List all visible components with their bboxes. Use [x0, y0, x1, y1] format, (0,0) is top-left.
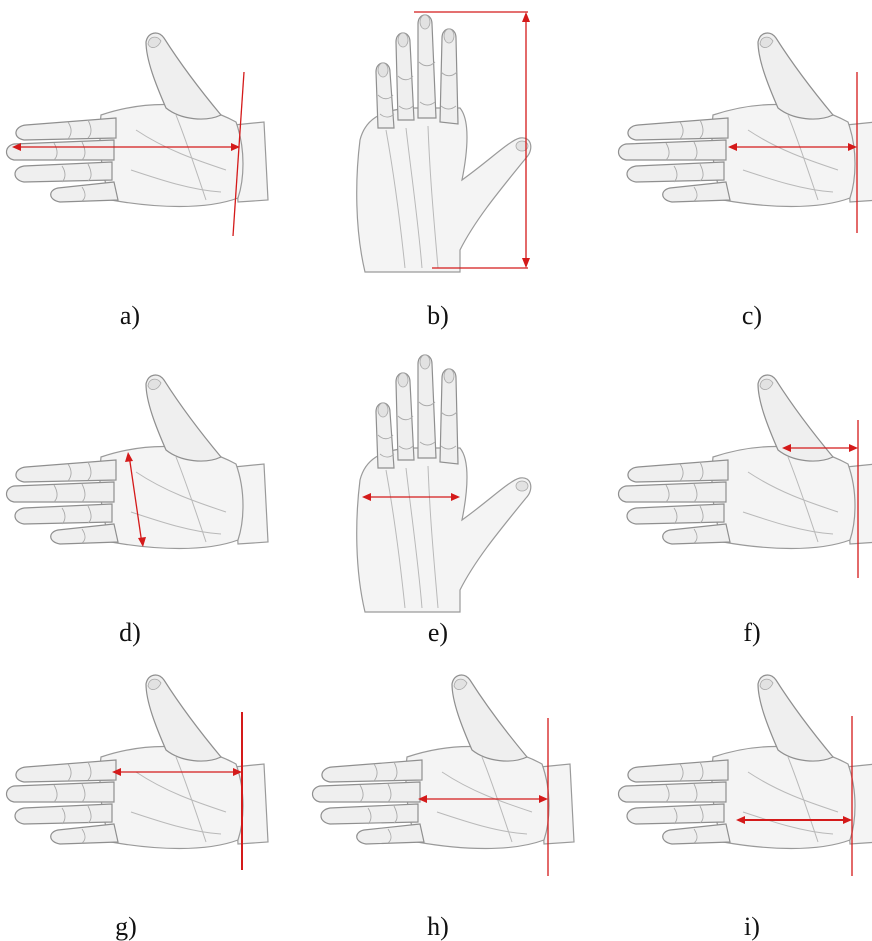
- panel-f-label: f): [712, 620, 792, 646]
- panel-d-label: d): [90, 620, 170, 646]
- panel-g-label: g): [86, 914, 166, 940]
- panel-i-hand: [619, 675, 872, 876]
- panel-f-hand: [619, 375, 872, 578]
- panel-h-label: h): [398, 914, 478, 940]
- panel-h-hand: [313, 675, 575, 876]
- panel-a-hand: [7, 33, 269, 236]
- panel-a-label: a): [90, 303, 170, 329]
- panel-d-hand: [7, 375, 269, 548]
- panel-e-hand: [357, 355, 531, 612]
- panel-e-label: e): [398, 620, 478, 646]
- panel-c-hand: [619, 33, 872, 233]
- panel-i-label: i): [712, 914, 792, 940]
- panel-g-hand: [7, 675, 269, 870]
- panel-b-hand: [357, 12, 531, 272]
- panel-c-label: c): [712, 303, 792, 329]
- panel-b-label: b): [398, 303, 478, 329]
